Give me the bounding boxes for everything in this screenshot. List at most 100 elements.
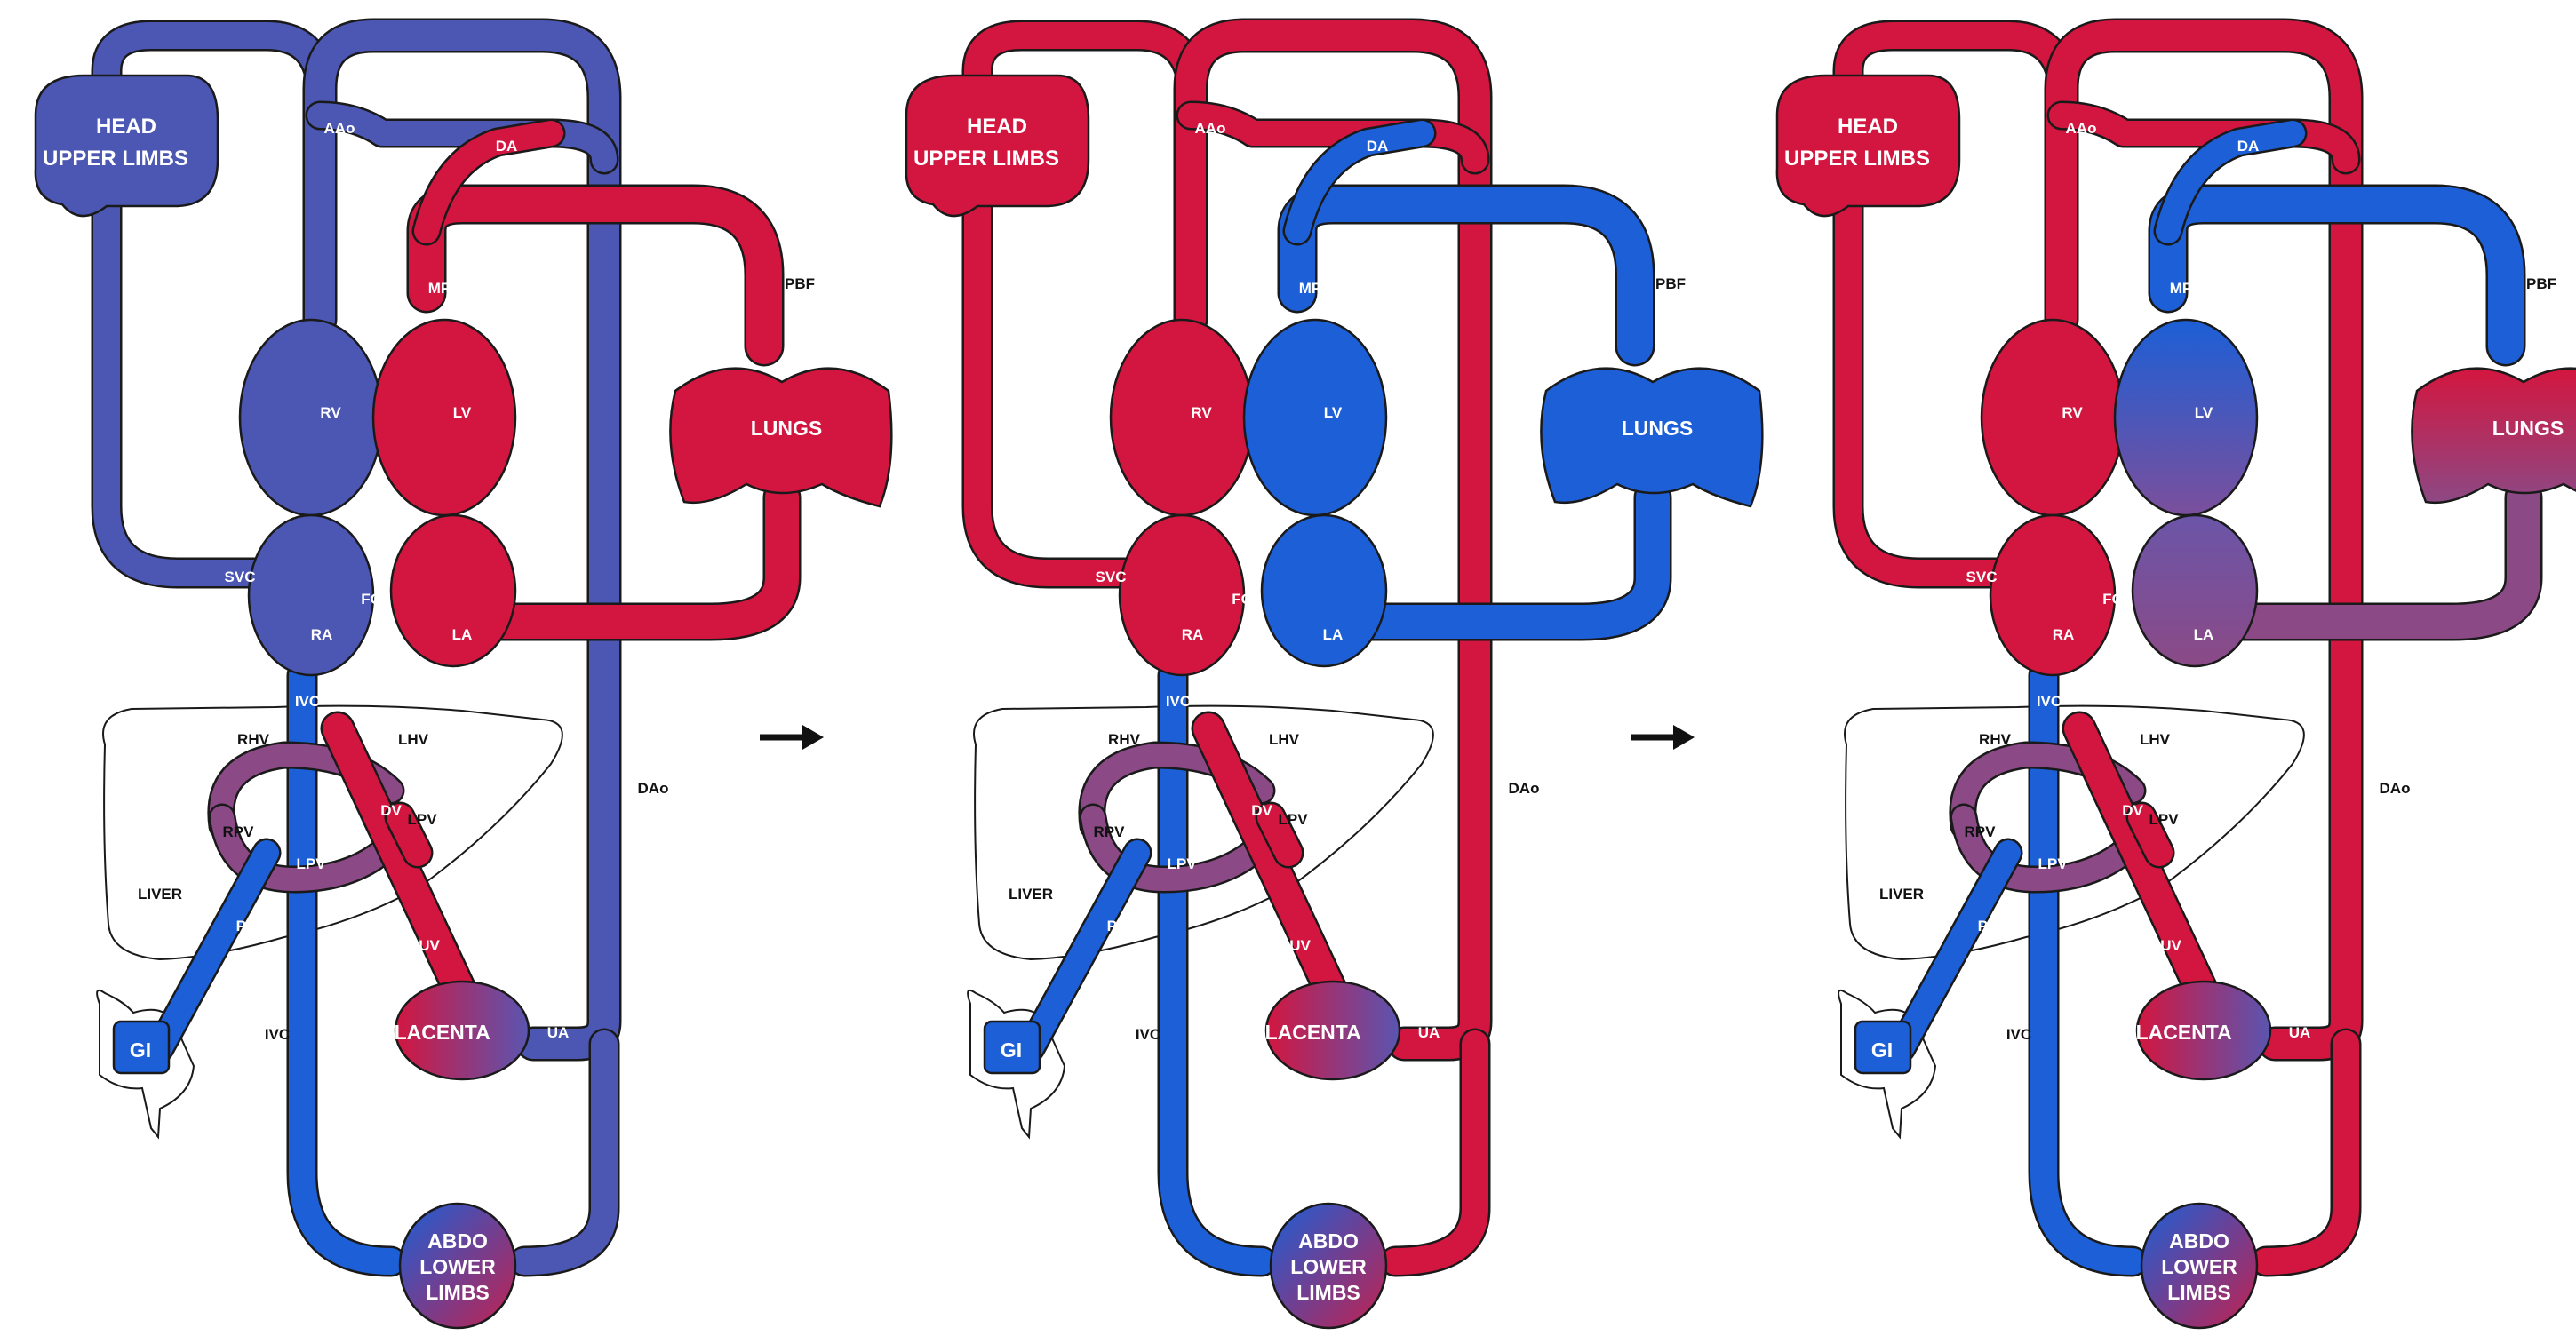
limbs-label: LIMBS (426, 1281, 490, 1304)
label-mpa: MPA (428, 280, 461, 297)
label-dao: DAo (638, 780, 669, 797)
upper-limbs-label: UPPER LIMBS (913, 147, 1059, 171)
abdo-label: ABDO (427, 1229, 488, 1252)
label-rpv: RPV (223, 823, 255, 840)
label-rhv: RHV (237, 731, 270, 748)
label-lpv-lower: LPV (2038, 855, 2068, 872)
svc-vessel-outline (977, 178, 1137, 573)
label-mpa: MPA (2170, 280, 2203, 297)
label-uv: UV (419, 937, 440, 954)
gi-label: GI (1001, 1038, 1022, 1062)
left-atrium (391, 515, 515, 666)
label-pv: PV (236, 918, 257, 934)
label-la: LA (1323, 626, 1344, 643)
arrow-right-icon (760, 725, 824, 750)
label-la: LA (452, 626, 473, 643)
arrow-right-icon (1631, 725, 1695, 750)
label-la: LA (2194, 626, 2214, 643)
right-atrium (1990, 515, 2115, 675)
liver-label: LIVER (1879, 886, 1924, 903)
right-atrium (249, 515, 373, 675)
label-dao: DAo (2380, 780, 2411, 797)
dao-to-abdo (2266, 1044, 2346, 1261)
label-pv: PV (1107, 918, 1128, 934)
label-ivc: IVC (295, 693, 320, 710)
label-pv: PV (1978, 918, 1998, 934)
label-lpv-lower: LPV (1167, 855, 1197, 872)
upper-limbs-label: UPPER LIMBS (43, 147, 188, 171)
placenta-label: PLACENTA (380, 1021, 490, 1044)
placenta-label: PLACENTA (1251, 1021, 1361, 1044)
lungs-label: LUNGS (1622, 417, 1694, 440)
svc-vessel-outline (107, 178, 267, 573)
label-lhv: LHV (2140, 731, 2171, 748)
head-organ (36, 76, 218, 216)
label-svc: SVC (1966, 569, 1998, 585)
label-dao: DAo (1509, 780, 1540, 797)
lower-label: LOWER (2161, 1255, 2237, 1278)
svc-vessel-outline (1848, 178, 2008, 573)
label-ivc: IVC (1166, 693, 1191, 710)
gi-label: GI (130, 1038, 151, 1062)
label-pbf: PBF (2526, 275, 2556, 292)
liver-label: LIVER (1009, 886, 1053, 903)
lungs-label: LUNGS (751, 417, 823, 440)
label-fo: FO (2102, 591, 2124, 608)
label-lhv: LHV (1269, 731, 1300, 748)
head-organ (906, 76, 1089, 216)
left-ventricle (373, 320, 515, 515)
label-lv: LV (1324, 404, 1343, 421)
head-label: HEAD (967, 115, 1027, 139)
abdo-label: ABDO (2169, 1229, 2229, 1252)
label-uv: UV (1289, 937, 1311, 954)
head-label: HEAD (96, 115, 156, 139)
label-svc: SVC (225, 569, 256, 585)
label-rv: RV (320, 404, 341, 421)
upper-limbs-label: UPPER LIMBS (1784, 147, 1930, 171)
label-ivc-lower: IVC (2006, 1026, 2031, 1043)
left-atrium (2133, 515, 2257, 666)
gi-label: GI (1871, 1038, 1893, 1062)
label-rhv: RHV (1108, 731, 1141, 748)
label-lv: LV (453, 404, 472, 421)
label-lpv-lower: LPV (296, 855, 326, 872)
left-ventricle (2115, 320, 2257, 515)
label-ivc-lower: IVC (265, 1026, 290, 1043)
circulation-panel-1: HEAD UPPER LIMBS LUNGS PLACENTA GI ABDO LOWER L… (36, 36, 891, 1328)
label-rv: RV (2062, 404, 2083, 421)
label-mpa: MPA (1299, 280, 1332, 297)
label-ra: RA (311, 626, 333, 643)
label-da: DA (496, 138, 518, 155)
lower-label: LOWER (419, 1255, 496, 1278)
label-rv: RV (1191, 404, 1212, 421)
right-ventricle (1982, 320, 2124, 515)
label-dv: DV (1251, 802, 1272, 819)
label-lpv-upper: LPV (2149, 811, 2179, 828)
lungs-label: LUNGS (2492, 417, 2564, 440)
label-dv: DV (380, 802, 402, 819)
label-rpv: RPV (1965, 823, 1997, 840)
label-rpv: RPV (1094, 823, 1126, 840)
label-aao: AAo (2066, 120, 2097, 137)
limbs-label: LIMBS (1296, 1281, 1360, 1304)
head-organ (1777, 76, 1959, 216)
head-label: HEAD (1838, 115, 1898, 139)
label-ua: UA (547, 1024, 570, 1041)
label-ra: RA (2053, 626, 2075, 643)
circulation-panel-2: HEADUPPER LIMBSLUNGSPLACENTAGIABDOLOWERL… (906, 36, 1762, 1328)
svc-vessel (107, 178, 267, 573)
limbs-label: LIMBS (2167, 1281, 2231, 1304)
svc-vessel (977, 178, 1137, 573)
dao-to-abdo (1395, 1044, 1475, 1261)
dao-to-abdo (524, 1044, 604, 1261)
label-ua: UA (1418, 1024, 1440, 1041)
label-lpv-upper: LPV (407, 811, 437, 828)
label-lv: LV (2195, 404, 2213, 421)
label-da: DA (2237, 138, 2260, 155)
left-atrium (1262, 515, 1386, 666)
abdo-label: ABDO (1298, 1229, 1359, 1252)
label-dv: DV (2122, 802, 2143, 819)
